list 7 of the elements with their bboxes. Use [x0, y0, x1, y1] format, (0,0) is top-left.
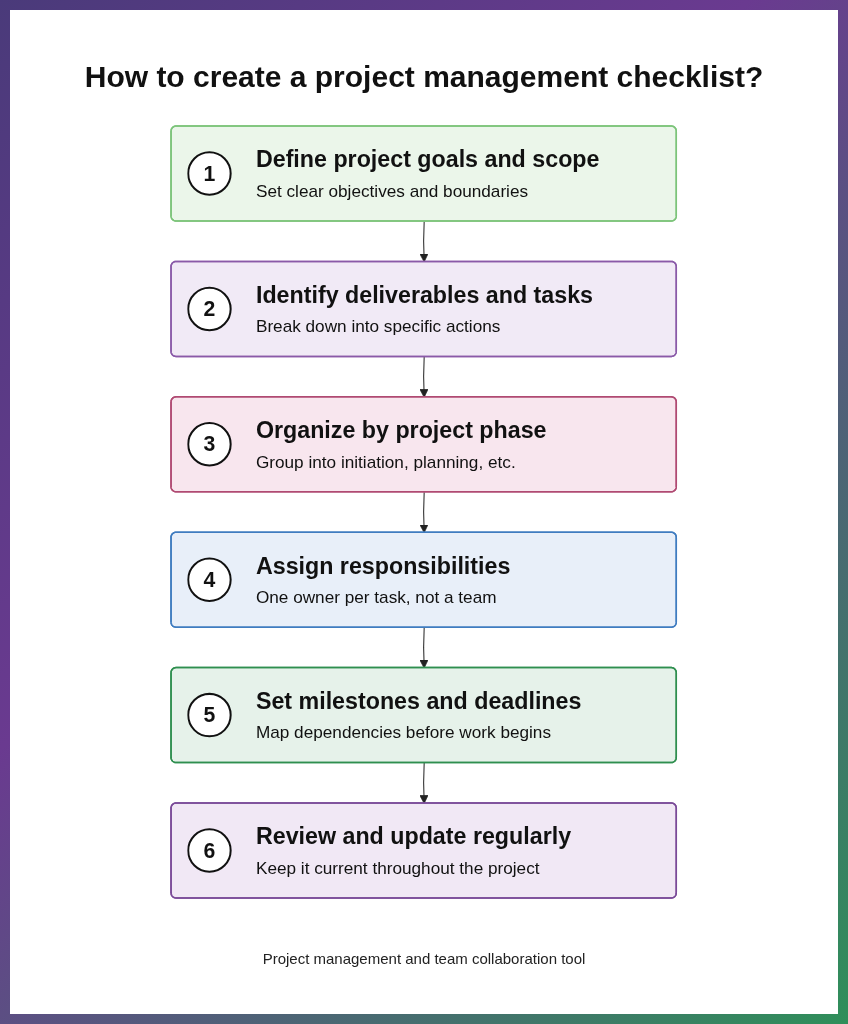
arrow — [419, 221, 429, 263]
title: How to create a project management checklist? — [83, 60, 765, 94]
arrow — [419, 356, 429, 398]
arrow — [419, 491, 429, 534]
arrow — [419, 762, 429, 804]
caption: Project management and team collaboration tool — [262, 950, 586, 967]
arrow — [419, 627, 429, 669]
